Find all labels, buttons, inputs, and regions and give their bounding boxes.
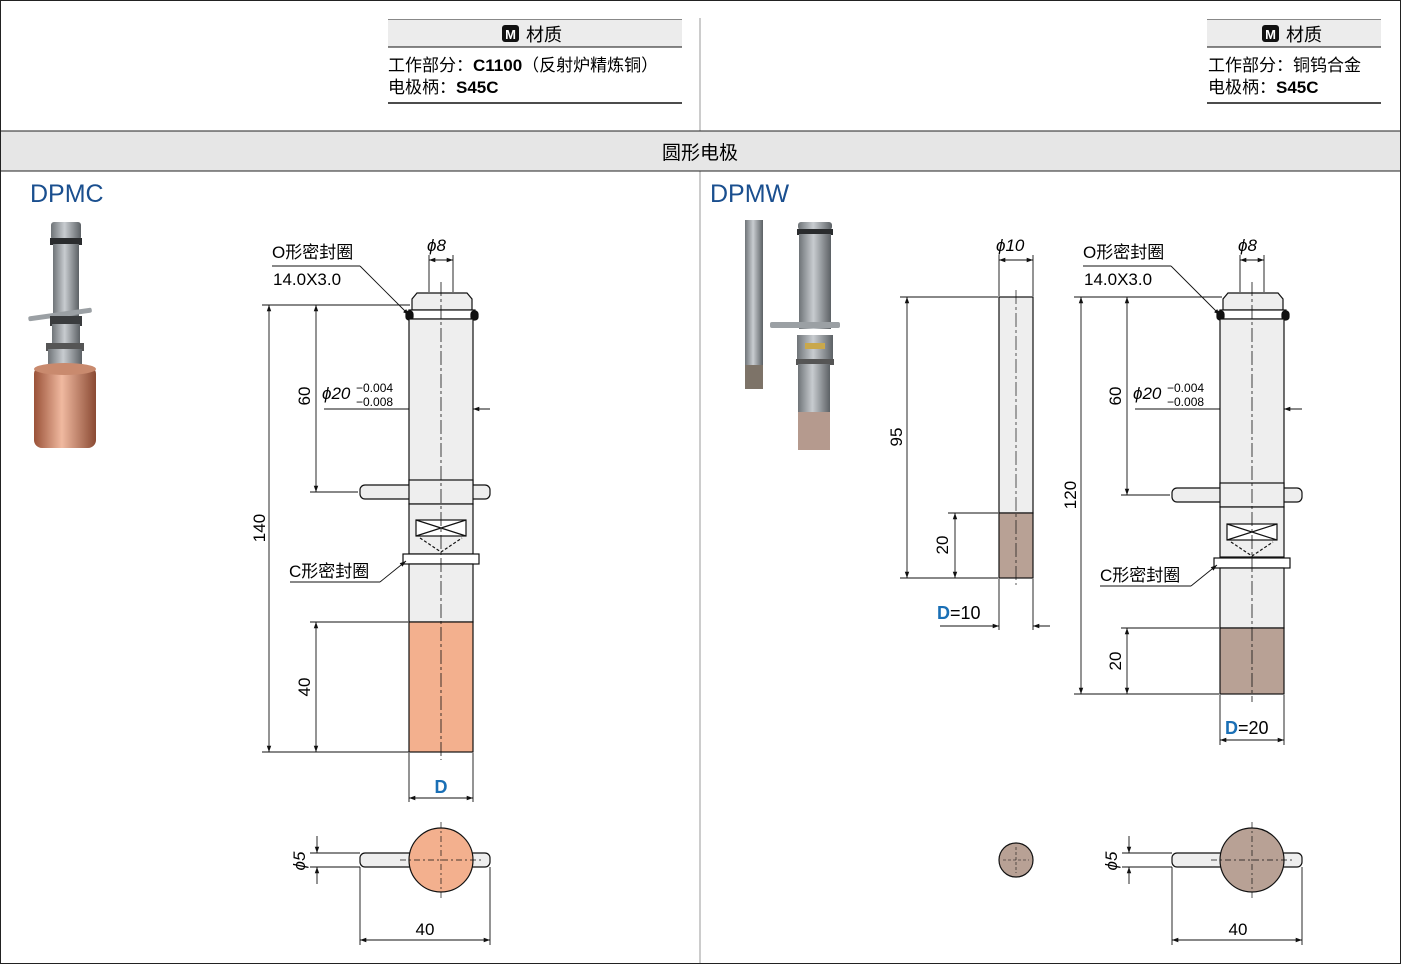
material-title: 材质 xyxy=(1286,25,1322,45)
dpmw-dim-60: 60 xyxy=(1106,387,1125,406)
material-m-icon xyxy=(1262,25,1279,42)
dpmc-cring-label: C形密封圈 xyxy=(289,562,369,581)
dpmw-oring-label: O形密封圈 xyxy=(1083,243,1164,262)
work-part-note: （反射炉精炼铜） xyxy=(522,56,658,75)
dpmc-dim-140: 140 xyxy=(250,514,269,542)
dpmc-side-drawing xyxy=(359,282,491,760)
svg-text:D=20: D=20 xyxy=(1225,718,1269,738)
dpmw-dimensions xyxy=(1074,255,1302,745)
svg-text:电极柄：S45C: 电极柄：S45C xyxy=(1208,78,1319,97)
work-part-label: 工作部分： xyxy=(1208,56,1293,75)
material-m-letter: M xyxy=(505,27,516,42)
dpmw-product-photo xyxy=(745,220,840,450)
dpmc-phi20-label: ϕ20 xyxy=(322,384,351,403)
dpmc-oring-label: O形密封圈 xyxy=(272,243,353,262)
model-name-dpmw: DPMW xyxy=(710,180,790,208)
shank-label: 电极柄： xyxy=(388,78,456,97)
section-band xyxy=(0,130,1401,172)
dpmc-dimensions xyxy=(262,255,490,802)
shank-value: S45C xyxy=(456,78,499,97)
material-m-letter: M xyxy=(1265,27,1276,42)
svg-text:D=10: D=10 xyxy=(937,603,981,623)
dpmw-d20-d: D xyxy=(1225,718,1238,738)
dpmw-tol-upper: −0.004 xyxy=(1167,381,1204,395)
dpmw-bottom-view xyxy=(1122,822,1303,945)
material-m-icon xyxy=(502,25,519,42)
work-part-value: 铜钨合金 xyxy=(1293,56,1361,75)
dpmw-phi5-label: ϕ5 xyxy=(1102,851,1121,870)
dpmw-phi8-label: ϕ8 xyxy=(1238,236,1257,255)
dpmc-tol-upper: −0.004 xyxy=(356,381,393,395)
shank-value: S45C xyxy=(1276,78,1319,97)
shank-label: 电极柄： xyxy=(1208,78,1276,97)
dpmw-dim-20b: 20 xyxy=(1106,652,1125,671)
dpmc-tol-lower: −0.008 xyxy=(356,395,393,409)
dpmc-dim-40h: 40 xyxy=(416,920,435,939)
dpmw-phi20-label: ϕ20 xyxy=(1133,384,1162,403)
dpmw-tol-lower: −0.008 xyxy=(1167,395,1204,409)
dpmw-small-electrode xyxy=(998,290,1034,585)
dpmc-bottom-view xyxy=(310,822,491,945)
dpmw-side-drawing xyxy=(1171,282,1303,702)
dpmw-dim-40h: 40 xyxy=(1229,920,1248,939)
work-part-value: C1100 xyxy=(473,56,522,75)
work-part-label: 工作部分： xyxy=(388,56,473,75)
dpmc-phi5-label: ϕ5 xyxy=(290,851,309,870)
dpmc-oring-size: 14.0X3.0 xyxy=(273,270,341,289)
dpmw-small-bottom-view xyxy=(998,842,1034,878)
dpmw-d10-value: =10 xyxy=(950,603,981,623)
material-title: 材质 xyxy=(526,25,562,45)
dpmw-dim-20a: 20 xyxy=(933,536,952,555)
dpmc-phi8-label: ϕ8 xyxy=(427,236,446,255)
section-title: 圆形电极 xyxy=(662,142,738,164)
material-box-left: M 材质 工作部分：C1100（反射炉精炼铜） 电极柄：S45C xyxy=(388,19,682,104)
dpmw-oring-size: 14.0X3.0 xyxy=(1084,270,1152,289)
dpmc-dim-40v: 40 xyxy=(295,678,314,697)
dpmc-product-photo xyxy=(28,222,96,448)
dpmc-d-label: D xyxy=(435,777,448,797)
dpmc-dim-60: 60 xyxy=(295,387,314,406)
dpmw-small-dimensions xyxy=(900,255,1050,630)
dpmw-cring-label: C形密封圈 xyxy=(1100,566,1180,585)
svg-text:电极柄：S45C: 电极柄：S45C xyxy=(388,78,499,97)
dpmw-phi10-label: ϕ10 xyxy=(996,236,1025,255)
dpmw-d10-d: D xyxy=(937,603,950,623)
dpmw-dim-120: 120 xyxy=(1061,481,1080,509)
model-name-dpmc: DPMC xyxy=(30,180,104,208)
svg-text:工作部分：铜钨合金: 工作部分：铜钨合金 xyxy=(1208,56,1361,75)
dpmw-dim-95: 95 xyxy=(887,428,906,447)
dpmw-d20-value: =20 xyxy=(1238,718,1269,738)
svg-text:工作部分：C1100（反射炉精炼铜）: 工作部分：C1100（反射炉精炼铜） xyxy=(388,56,658,75)
material-box-right: M 材质 工作部分：铜钨合金 电极柄：S45C xyxy=(1207,19,1381,104)
